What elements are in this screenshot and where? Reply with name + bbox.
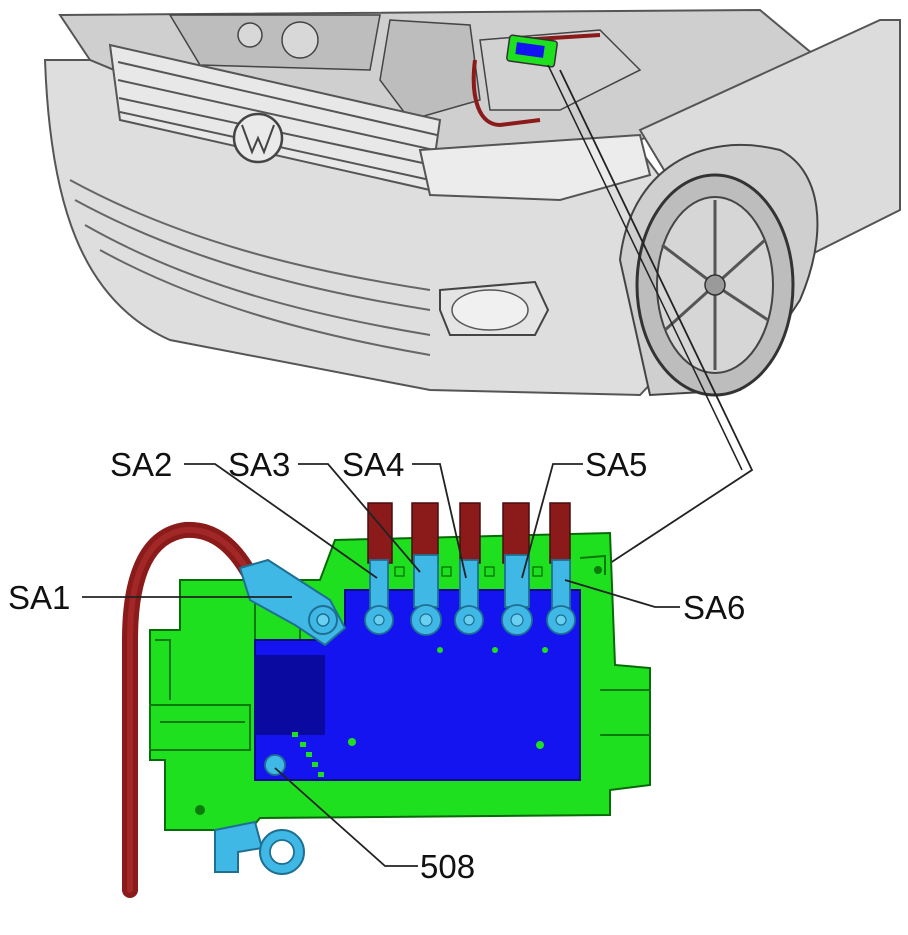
sa1-terminal: [238, 558, 347, 647]
sa5-leader: [521, 463, 583, 579]
sa4-leader: [412, 463, 467, 579]
vw-logo-emblem: [232, 112, 284, 164]
battery-clamp: [214, 820, 305, 875]
callout-sa3: SA3: [228, 446, 291, 483]
sa3-leader: [298, 463, 421, 573]
callout-leaders: [82, 463, 680, 867]
vehicle-front-illustration: [43, 8, 901, 397]
engine-bay-fuse-box: [506, 34, 558, 68]
508-leader: [274, 767, 418, 867]
sa2-leader: [184, 463, 378, 579]
callout-sa5: SA5: [585, 446, 648, 483]
location-leader-line: [559, 69, 754, 574]
sa6-leader: [564, 579, 680, 608]
callout-sa2: SA2: [110, 446, 173, 483]
front-wheel: [618, 144, 819, 397]
callout-sa1: SA1: [8, 579, 71, 616]
callout-sa4: SA4: [342, 446, 405, 483]
callout-sa6: SA6: [683, 589, 746, 626]
fog-light: [439, 280, 550, 336]
callout-508: 508: [420, 848, 476, 885]
fuse-box-detail: [122, 502, 651, 898]
ground-stud-508: [264, 754, 286, 776]
